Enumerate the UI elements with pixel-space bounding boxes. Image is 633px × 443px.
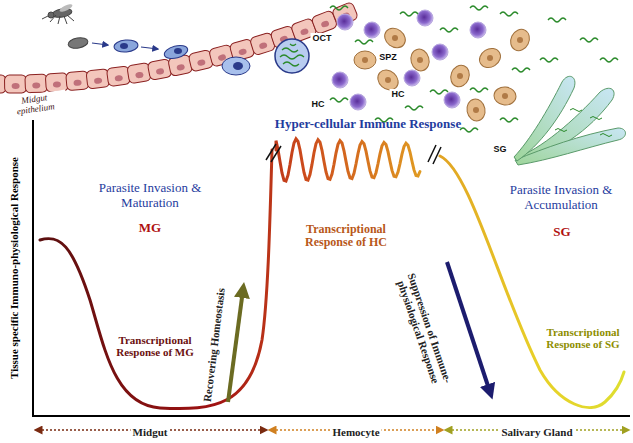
sporozoite (460, 128, 478, 132)
epithelial-cell (25, 74, 48, 93)
sporozoite (355, 40, 373, 44)
hemocyte (444, 92, 460, 108)
midgut-epithelium (0, 1, 359, 93)
response-label: Transcriptional Response of MG (107, 334, 203, 359)
sporozoite (400, 12, 418, 16)
hemocyte (417, 10, 433, 26)
granulocyte (476, 45, 504, 72)
tissue-code: SG (553, 225, 570, 240)
sporozoite (500, 118, 518, 122)
axis-label: Tissue specific Immuno-physiological Res… (8, 157, 20, 379)
hemocyte (350, 94, 366, 110)
response-curve (40, 139, 624, 409)
granulocyte (381, 24, 409, 52)
phase-label: Parasite Invasion & Maturation (75, 181, 225, 210)
epithelial-cell (66, 71, 89, 91)
response-label: Transcriptional Response of HC (291, 223, 401, 250)
phase-label: Parasite Invasion & Accumulation (491, 183, 631, 212)
parasite-stages (67, 36, 309, 75)
granulocyte (408, 47, 431, 73)
recovery-arrow (228, 290, 243, 402)
sporozoite (330, 6, 348, 10)
sporozoite (500, 12, 518, 16)
cell-label: HC (390, 89, 407, 99)
salivary-gland (514, 76, 626, 165)
epithelial-cell (106, 66, 130, 87)
granulocyte (448, 63, 473, 90)
granulocyte (465, 97, 487, 122)
sporozoite (540, 58, 558, 62)
phase-label: Hyper-cellular Immune Response (275, 117, 461, 132)
hemocyte (332, 72, 348, 88)
sporozoite (470, 88, 488, 92)
sporozoite (430, 90, 448, 94)
tissue-label: Midgut epithelium (2, 90, 68, 119)
axis-break (266, 144, 441, 164)
sporozoite (600, 58, 618, 62)
hemocyte (364, 22, 380, 38)
tissue-name: Midgut (131, 426, 170, 438)
hemolymph-cells (330, 6, 618, 132)
suppression-arrow (447, 262, 490, 392)
tissue-name: Hemocyte (330, 426, 381, 438)
granulocyte (493, 86, 516, 106)
hemocyte (470, 22, 486, 38)
sporozoite (330, 98, 348, 102)
hemocyte (404, 70, 420, 86)
sporozoite (580, 38, 598, 42)
sporozoite (548, 18, 566, 22)
cell-label: HC (310, 99, 327, 109)
sporozoite (512, 68, 530, 72)
epithelial-cell (4, 75, 26, 93)
trend-label: Suppression of Immune-physiological Resp… (388, 255, 460, 405)
trend-label: Recovering Homeostasis (201, 287, 227, 402)
granulocyte (507, 26, 533, 54)
response-label: Transcriptional Response of SG (537, 326, 629, 351)
mosquito-icon (42, 3, 74, 24)
stage-label: SPZ (377, 52, 399, 62)
tissue-name: Salivary Gland (499, 426, 574, 438)
hemocyte (337, 14, 353, 30)
tissue-code: MG (139, 221, 161, 236)
stage-label: OCT (311, 33, 334, 43)
sporozoite (440, 28, 458, 32)
chart-axes (32, 120, 630, 416)
tissue-label: SG (491, 144, 508, 154)
hemocyte (432, 44, 448, 60)
sporozoite (405, 106, 423, 110)
granulocyte (354, 51, 376, 69)
epithelial-cell (86, 69, 110, 89)
sporozoite (470, 6, 488, 10)
